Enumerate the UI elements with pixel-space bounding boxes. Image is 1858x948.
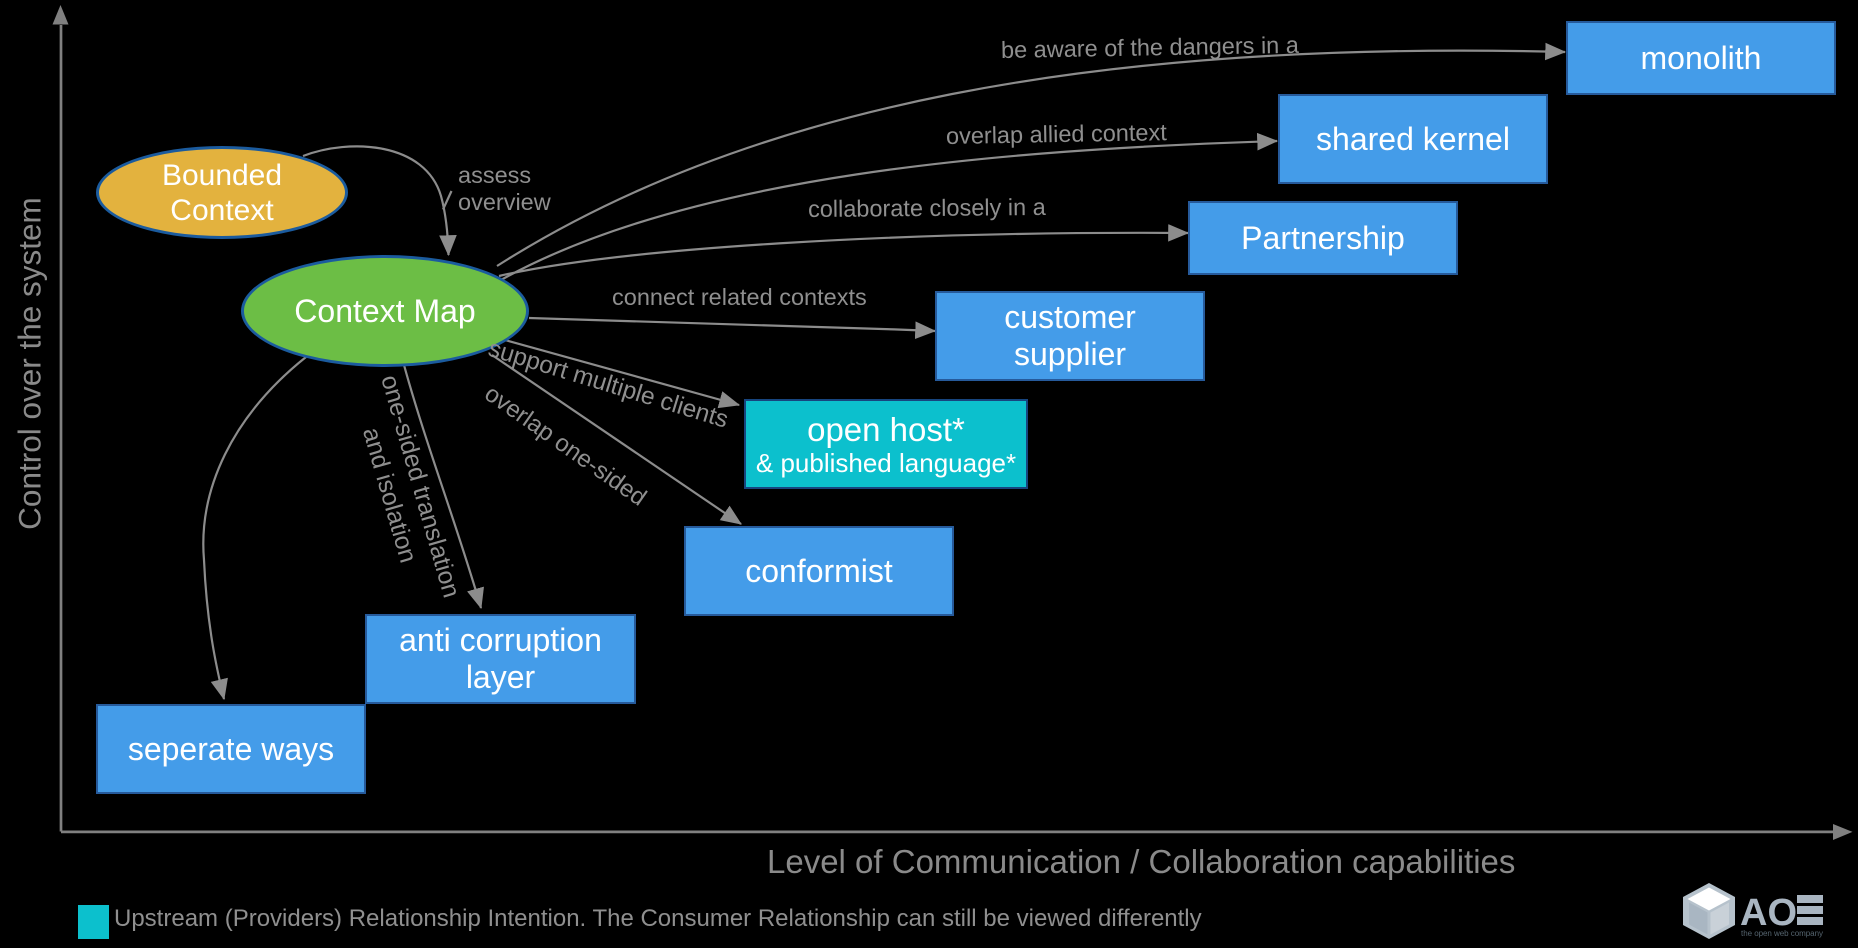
svg-text:the open web company: the open web company [1741, 929, 1823, 938]
svg-text:AO: AO [1740, 892, 1797, 934]
